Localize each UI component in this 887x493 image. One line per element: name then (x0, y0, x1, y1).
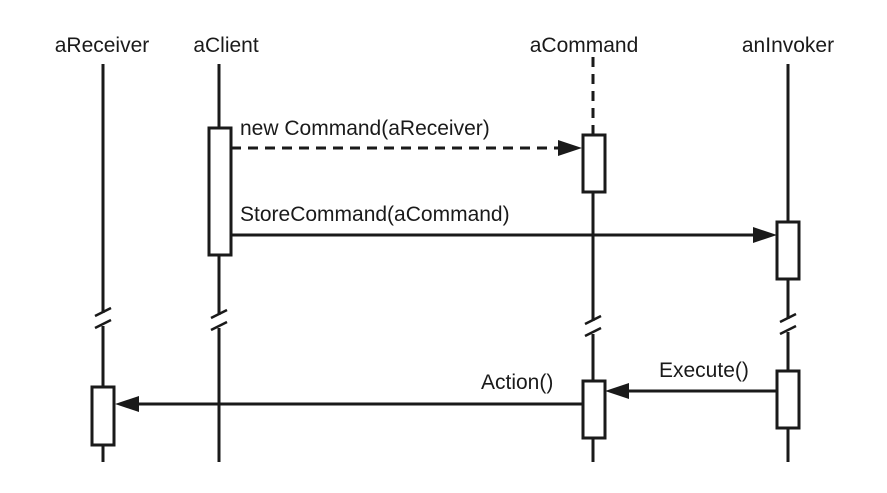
activation-aclient (207, 126, 233, 257)
break-marker-aninvoker (779, 312, 797, 336)
activation-aninvoker-store (775, 220, 801, 281)
activation-aninvoker-execute (775, 369, 801, 430)
activation-areceiver-action (90, 385, 116, 447)
participant-aclient-label: aClient (193, 34, 259, 57)
break-marker-aclient (210, 308, 228, 332)
participant-areceiver-label: aReceiver (55, 34, 150, 57)
message-store-arrowhead (753, 227, 777, 243)
message-action-label: Action() (481, 371, 553, 394)
break-marker-areceiver (94, 306, 112, 330)
activation-acommand-create (581, 133, 607, 194)
activation-acommand-action (581, 379, 607, 440)
message-execute-label: Execute() (659, 359, 749, 382)
participant-acommand-label: aCommand (530, 34, 639, 57)
message-action-arrowhead (115, 396, 139, 412)
break-marker-acommand (584, 314, 602, 338)
participant-aninvoker-label: anInvoker (742, 34, 834, 57)
message-create-arrowhead (558, 140, 582, 156)
message-execute-arrowhead (605, 383, 629, 399)
message-create-label: new Command(aReceiver) (240, 117, 490, 140)
message-store-label: StoreCommand(aCommand) (240, 203, 510, 226)
